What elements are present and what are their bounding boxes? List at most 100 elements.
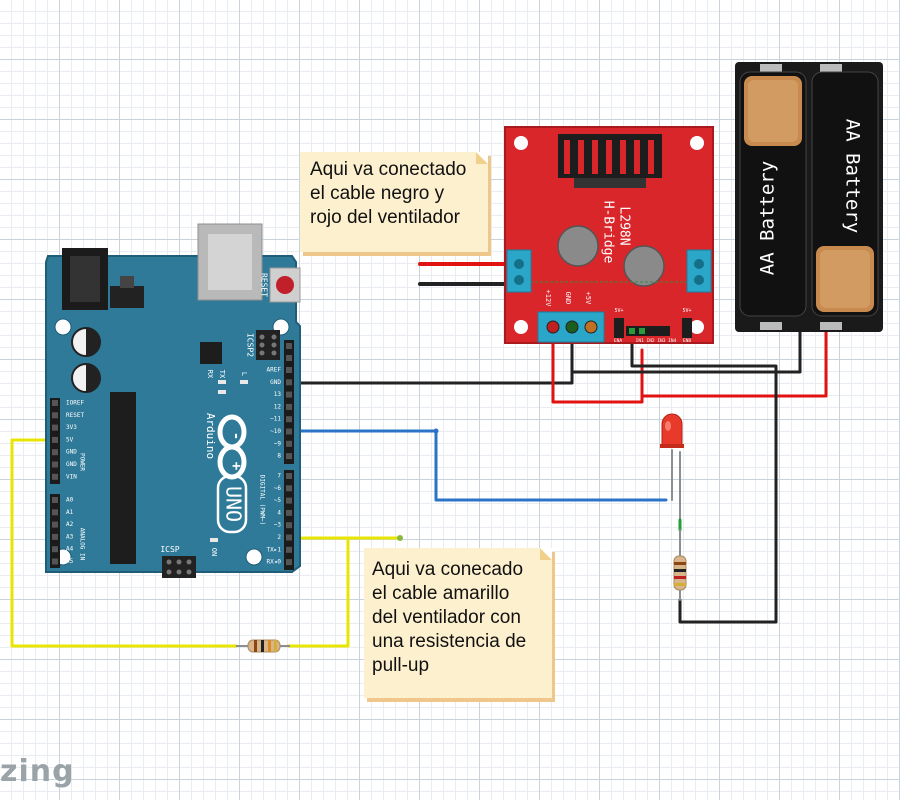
battery-black-wire[interactable] xyxy=(570,330,802,374)
header-pin[interactable] xyxy=(286,440,292,447)
pin-label: 4 xyxy=(277,509,281,516)
header-pin[interactable] xyxy=(52,461,58,468)
pin-label: A5 xyxy=(66,558,74,565)
pin-label: 12 xyxy=(274,403,282,410)
header-pin[interactable] xyxy=(52,400,58,406)
pin-label: GND xyxy=(66,461,77,468)
resistor-led[interactable] xyxy=(673,555,687,591)
l298n-driver-board[interactable]: L298N H-Bridge +12V GND +5V 5V+ xyxy=(504,126,714,344)
header-pin[interactable] xyxy=(286,509,292,516)
note-fan-wires[interactable]: Aqui va conectado el cable negro y rojo … xyxy=(300,152,488,252)
header-pin[interactable] xyxy=(286,497,292,504)
arduino-brand-label: Arduino xyxy=(204,413,217,459)
mounting-hole xyxy=(514,136,528,150)
analog-label: ANALOG IN xyxy=(79,528,86,561)
aa-battery-pack[interactable]: AA Battery AA Battery xyxy=(735,62,883,332)
pin-label: RX◂0 xyxy=(267,559,282,566)
h-bridge-label: H-Bridge xyxy=(601,201,616,264)
mounting-hole xyxy=(514,320,528,334)
header-pin[interactable] xyxy=(286,485,292,492)
analog-header xyxy=(50,494,60,568)
note-pullup[interactable]: Aqui va conecado el cable amarillo del v… xyxy=(364,548,552,698)
pin-label: ~5 xyxy=(274,497,282,504)
header-pin[interactable] xyxy=(52,521,58,528)
header-pin[interactable] xyxy=(52,449,58,456)
pin-label: A3 xyxy=(66,533,74,540)
pin-label: 13 xyxy=(274,391,282,398)
resistor-pullup[interactable] xyxy=(236,639,290,653)
pin-label: A1 xyxy=(66,509,74,516)
header-pin[interactable] xyxy=(286,416,292,423)
header-pin[interactable] xyxy=(286,379,292,386)
digital-top-header xyxy=(284,340,294,464)
wires xyxy=(10,262,828,648)
uno-badge xyxy=(216,474,248,534)
motor-b-terminal[interactable] xyxy=(686,249,712,293)
note-line: pull-up xyxy=(372,655,430,676)
header-pin[interactable] xyxy=(52,497,58,503)
terminal-label-gnd: GND xyxy=(564,292,572,305)
header-pin[interactable] xyxy=(286,453,292,460)
chip-label: L298N xyxy=(617,206,632,245)
power-red-wire[interactable] xyxy=(551,330,828,404)
yellow-5v-wire[interactable] xyxy=(10,438,238,648)
pin-label: ~10 xyxy=(270,428,281,435)
header-pin[interactable] xyxy=(52,412,58,419)
driver-capacitor xyxy=(623,245,665,287)
pin-label: ~3 xyxy=(274,522,282,529)
uno-label: UNO xyxy=(222,486,246,522)
pin-label: 3V3 xyxy=(66,424,77,431)
header-pin[interactable] xyxy=(286,343,292,349)
header-pin[interactable] xyxy=(52,473,58,480)
inputs-label: IN1 IN2 IN3 IN4 xyxy=(636,338,677,344)
pin-label: AREF xyxy=(267,367,282,374)
motor-a-terminal[interactable] xyxy=(506,249,532,293)
tx-led xyxy=(218,380,226,384)
header-pin[interactable] xyxy=(286,559,292,566)
note-line: el cable amarillo xyxy=(372,583,510,604)
on-led xyxy=(210,538,218,542)
l-led xyxy=(240,380,248,384)
header-pin[interactable] xyxy=(286,473,292,479)
header-pin[interactable] xyxy=(286,546,292,553)
on-label: ON xyxy=(210,548,218,556)
header-link-wire[interactable] xyxy=(630,338,778,624)
header-pin[interactable] xyxy=(286,367,292,373)
battery-left-label: AA Battery xyxy=(757,161,779,275)
power-terminal[interactable] xyxy=(537,311,605,343)
header-pin[interactable] xyxy=(286,403,292,410)
rx-label: RX xyxy=(206,370,214,379)
header-pin[interactable] xyxy=(286,355,292,361)
terminal-label-12v: +12V xyxy=(544,290,552,308)
pin-label: VIN xyxy=(66,473,77,480)
header-pin[interactable] xyxy=(52,533,58,540)
pin-label: A4 xyxy=(66,546,74,553)
header-pin[interactable] xyxy=(286,428,292,435)
header-pin[interactable] xyxy=(52,509,58,516)
header-pin[interactable] xyxy=(52,558,58,565)
pin10-blue-wire[interactable] xyxy=(288,429,668,502)
header-pin[interactable] xyxy=(286,534,292,541)
pin-label: 5V xyxy=(66,436,74,443)
icsp-header xyxy=(162,556,196,578)
pin-label: GND xyxy=(270,379,281,386)
red-led[interactable] xyxy=(660,413,684,448)
reset-label: RESET xyxy=(260,273,269,297)
header-pin[interactable] xyxy=(52,436,58,443)
header-pin[interactable] xyxy=(52,546,58,553)
gnd-wire[interactable] xyxy=(288,334,574,385)
header-pin[interactable] xyxy=(286,522,292,529)
mounting-hole xyxy=(690,320,704,334)
voltage-regulator xyxy=(110,286,144,308)
header-pin[interactable] xyxy=(286,391,292,398)
control-header[interactable] xyxy=(614,318,692,338)
mounting-hole xyxy=(54,318,72,336)
arduino-uno-board[interactable]: - + UNO Arduino RESET ICSP2 ICSP TX RX L… xyxy=(45,223,301,578)
svg-text:+: + xyxy=(228,462,244,470)
header-right-label: 5V+ xyxy=(682,308,691,314)
battery-right-label: AA Battery xyxy=(842,119,864,233)
header-pin[interactable] xyxy=(52,424,58,431)
yellow-pullup-wire[interactable] xyxy=(286,536,350,648)
yellow-wire-end xyxy=(397,535,403,541)
icsp2-header xyxy=(256,330,280,360)
